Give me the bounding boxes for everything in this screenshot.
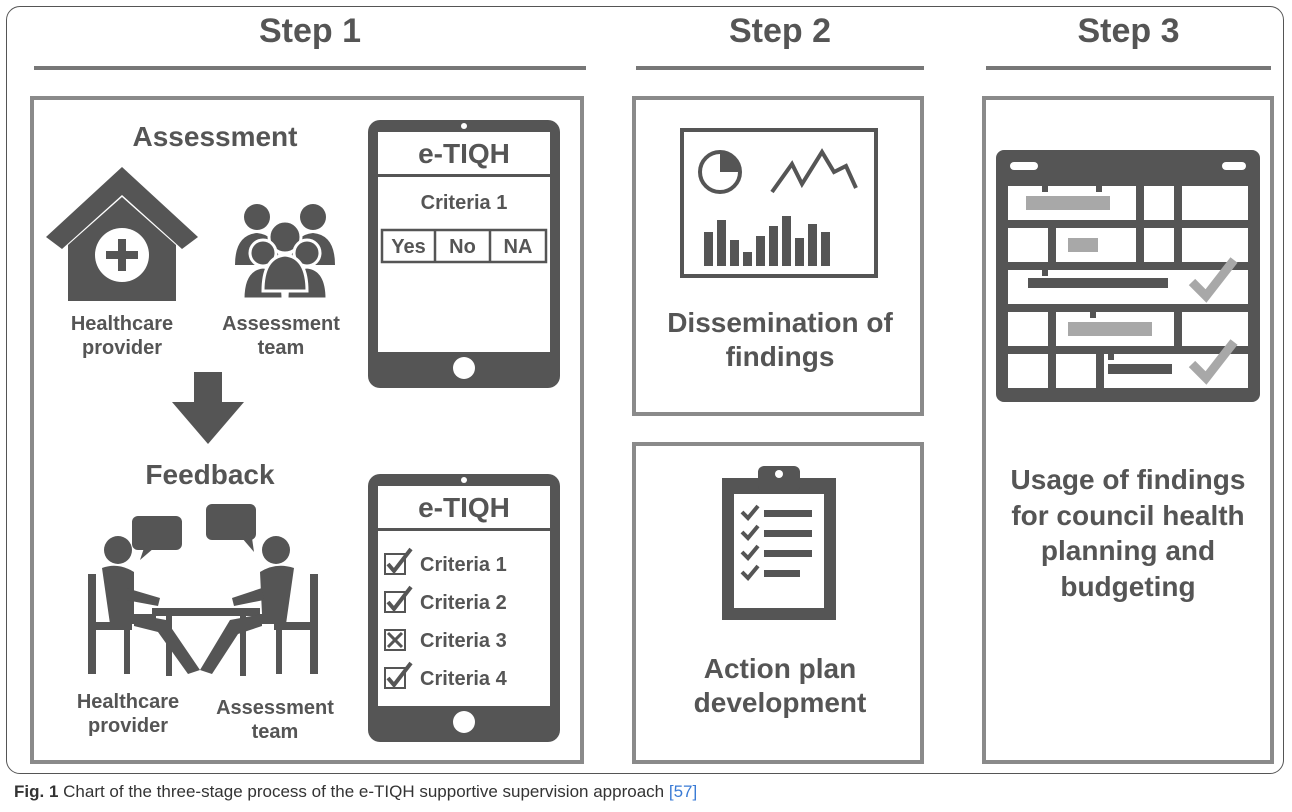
planning-table-icon [996,150,1260,402]
checkbox-crossed-icon [384,629,406,651]
step-1-rule [34,66,586,70]
assessment-team-label: Assessment team [222,313,340,359]
feedback-heading: Feedback [145,459,275,490]
step-1-title: Step 1 [258,12,362,50]
feedback-meeting-icon [88,504,318,676]
step-3-rule [986,66,1271,70]
feedback-assessment-team-label: Assessment team [216,697,334,743]
usage-of-findings-label: Usage of findings for council health pla… [1010,464,1246,602]
healthcare-facility-icon [46,167,198,301]
tablet-top-icon [368,120,560,388]
checkbox-checked-icon [384,585,413,613]
option-yes: Yes [391,236,426,258]
caption-text: Chart of the three-stage process of the … [58,782,669,801]
tablet-bottom-app-title: e-TIQH [418,492,510,523]
dissemination-of-findings-label: Dissemination of findings [667,307,893,372]
citation-link[interactable]: [57] [668,782,698,801]
step-2-rule [636,66,924,70]
action-plan-development-label: Action plan development [693,653,867,718]
step-2-title: Step 2 [728,12,832,50]
down-arrow-icon [172,372,244,444]
feedback-healthcare-provider-label: Healthcare provider [76,691,180,737]
dashboard-chart-icon [680,128,878,278]
checkbox-checked-icon [384,661,413,689]
tablet-top-criteria-label: Criteria 1 [420,192,508,214]
figure-caption: Fig. 1 Chart of the three-stage process … [14,782,697,802]
checkbox-checked-icon [384,547,413,575]
healthcare-provider-label: Healthcare provider [70,313,174,359]
option-no: No [449,236,476,258]
assessment-team-icon [235,204,335,301]
criteria-1-label: Criteria 1 [420,554,507,576]
option-na: NA [503,236,533,258]
criteria-2-label: Criteria 2 [420,592,507,614]
criteria-3-label: Criteria 3 [420,630,507,652]
caption-prefix: Fig. 1 [14,782,59,801]
criteria-4-label: Criteria 4 [420,668,507,690]
assessment-heading: Assessment [132,121,298,152]
tablet-top-app-title: e-TIQH [418,138,510,169]
clipboard-icon [722,466,836,620]
step-3-title: Step 3 [1077,12,1180,50]
